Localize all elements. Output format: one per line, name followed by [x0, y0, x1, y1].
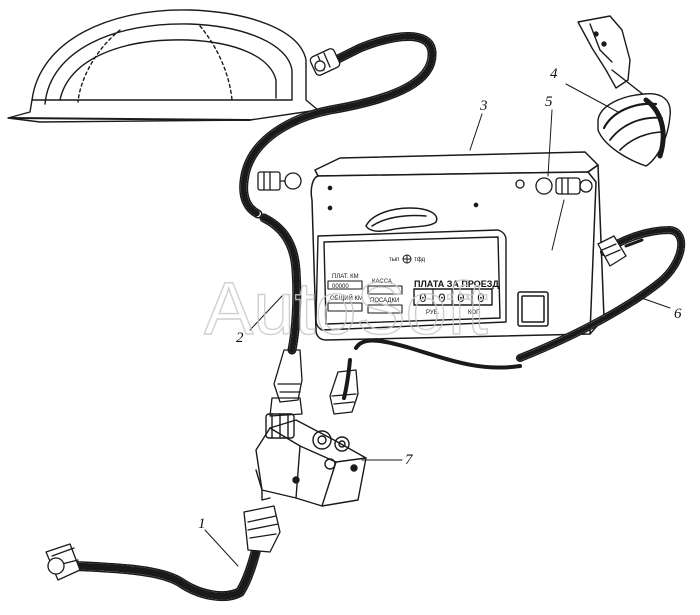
side-lamp-right — [515, 177, 593, 195]
fare-title: ПЛАТА ЗА ПРОЕЗД — [414, 279, 499, 289]
harness-wire — [342, 338, 522, 400]
counter-cash: КАССА 00000 — [367, 279, 403, 295]
connector-upper-right — [329, 369, 359, 415]
fare-digit: 0 — [477, 291, 485, 306]
counter-value: 00000 — [372, 289, 389, 295]
cable-6-connector — [597, 235, 644, 267]
fare-digit: 0 — [457, 291, 465, 306]
callout-1: 1 — [198, 516, 206, 532]
cable-6 — [516, 226, 686, 362]
callout-6: 6 — [674, 306, 682, 322]
roof-lamp — [577, 15, 671, 167]
cable-top-end-fitting — [309, 48, 341, 76]
cable-1 — [45, 505, 281, 602]
junction-box — [255, 413, 367, 507]
leader-lines — [204, 83, 671, 567]
cable-2 — [259, 213, 302, 355]
callout-4: 4 — [550, 66, 558, 82]
fare-digit: 0 — [438, 291, 446, 306]
connector-upper-left — [269, 349, 303, 417]
counter-rides: ПОСАДКИ 00000 — [367, 298, 403, 314]
cable-1-upper-connector — [243, 505, 281, 553]
meter-emblem — [402, 254, 412, 264]
unit-rub: РУБ. — [426, 310, 440, 316]
cable-1-end-fitting — [45, 543, 81, 581]
counter-value: 00000 — [372, 308, 389, 314]
callout-5: 5 — [545, 94, 553, 110]
counter-paid-km: ПЛАТ. КМ 00000 — [327, 274, 363, 290]
counter-label: КАССА — [372, 279, 392, 285]
counter-total-km: ОБЩИЙ КМ 00000 — [327, 294, 363, 312]
callout-3: 3 — [479, 98, 488, 114]
cable-top — [239, 32, 437, 219]
counter-label: ПОСАДКИ — [370, 298, 399, 304]
wheel-arch — [7, 9, 319, 123]
counter-label: ОБЩИЙ КМ — [330, 294, 363, 302]
counter-value: 00000 — [332, 306, 349, 312]
side-lamp-left — [257, 171, 302, 191]
counter-label: ПЛАТ. КМ — [332, 274, 359, 280]
badge-right: тфд — [414, 257, 426, 263]
watermark: AutoSoft — [204, 267, 488, 350]
badge-left: тып — [389, 257, 399, 263]
callout-2: 2 — [236, 330, 244, 346]
fare-digit: 0 — [419, 291, 427, 306]
unit-kop: КОП — [468, 310, 480, 316]
fare-display: 0 0 0 0 — [413, 288, 493, 306]
callout-7: 7 — [405, 452, 414, 468]
counter-value: 00000 — [332, 284, 349, 290]
